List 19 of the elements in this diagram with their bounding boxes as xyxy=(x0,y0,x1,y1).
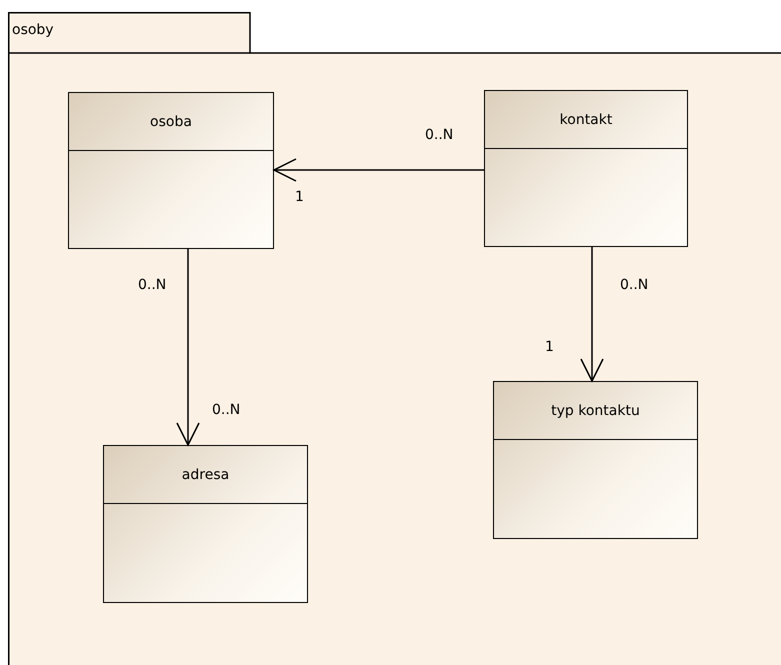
class-name: kontakt xyxy=(560,112,612,128)
multiplicity-label: 1 xyxy=(295,189,304,205)
class-box xyxy=(484,90,688,247)
multiplicity-label: 0..N xyxy=(620,277,648,293)
class-box xyxy=(103,445,308,603)
multiplicity-label: 0..N xyxy=(212,402,240,418)
package-title: osoby xyxy=(12,22,54,38)
class-box xyxy=(493,381,698,539)
multiplicity-label: 0..N xyxy=(138,277,166,293)
multiplicity-label: 1 xyxy=(545,339,554,355)
class-name: adresa xyxy=(182,466,230,482)
association-arrow xyxy=(580,247,604,382)
association-arrow xyxy=(176,249,200,446)
association-arrow xyxy=(273,158,484,182)
class-name: typ kontaktu xyxy=(551,402,640,418)
multiplicity-label: 0..N xyxy=(425,127,454,143)
package-frame xyxy=(8,12,781,665)
class-name: osoba xyxy=(150,114,192,130)
class-box xyxy=(68,92,274,249)
